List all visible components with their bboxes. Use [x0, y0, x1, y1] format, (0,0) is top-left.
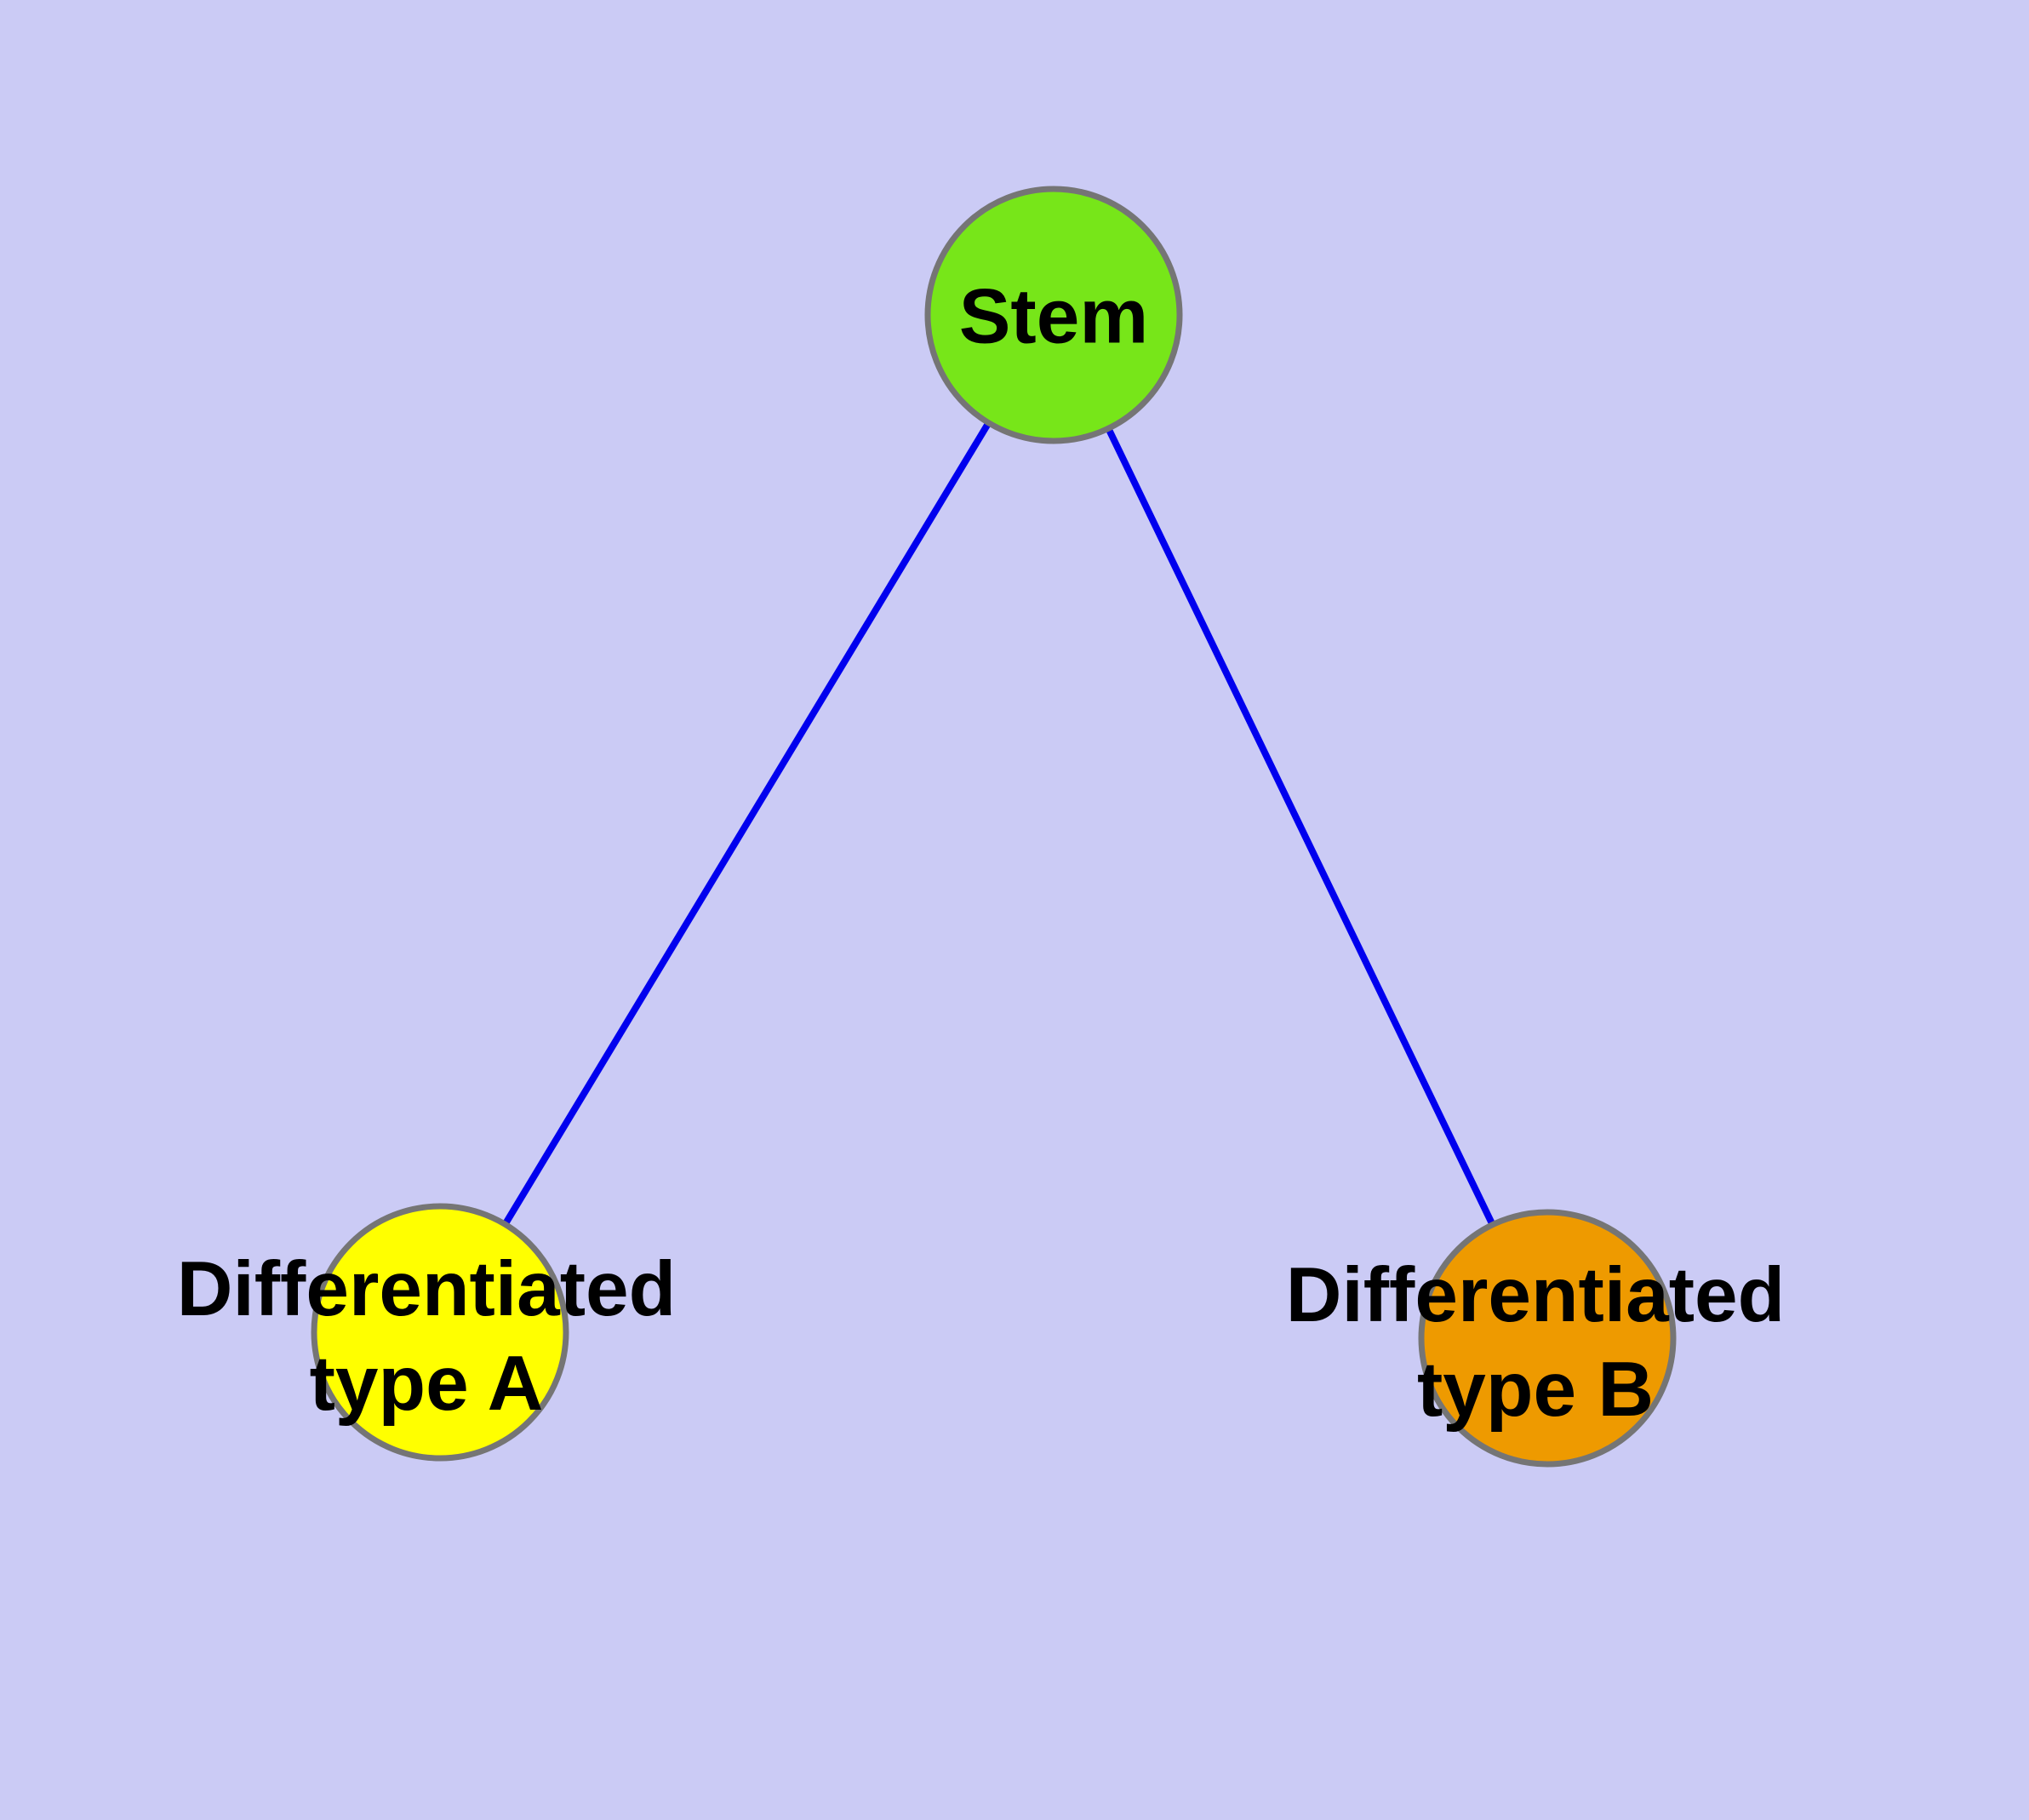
- stem-node-label-text: Stem: [958, 273, 1149, 360]
- differentiated-type-b-node-circle: [1418, 1209, 1677, 1468]
- edge-stem-to-type-b-line: [1050, 313, 1551, 1340]
- differentiated-type-b-node-label: Differentiated type B: [1286, 1248, 1786, 1437]
- differentiated-type-a-node-circle: [311, 1203, 569, 1462]
- type-b-label-line-1: Differentiated: [1285, 1252, 1786, 1338]
- differentiated-type-a-node-label: Differentiated type A: [177, 1242, 677, 1431]
- type-a-label-line-2: type A: [309, 1341, 544, 1427]
- stem-node-label: Stem: [959, 270, 1149, 364]
- type-b-label-line-2: type B: [1416, 1347, 1655, 1433]
- type-a-label-line-1: Differentiated: [176, 1246, 677, 1332]
- stem-node-circle: [924, 186, 1183, 444]
- edge-stem-to-type-a-line: [437, 312, 1057, 1335]
